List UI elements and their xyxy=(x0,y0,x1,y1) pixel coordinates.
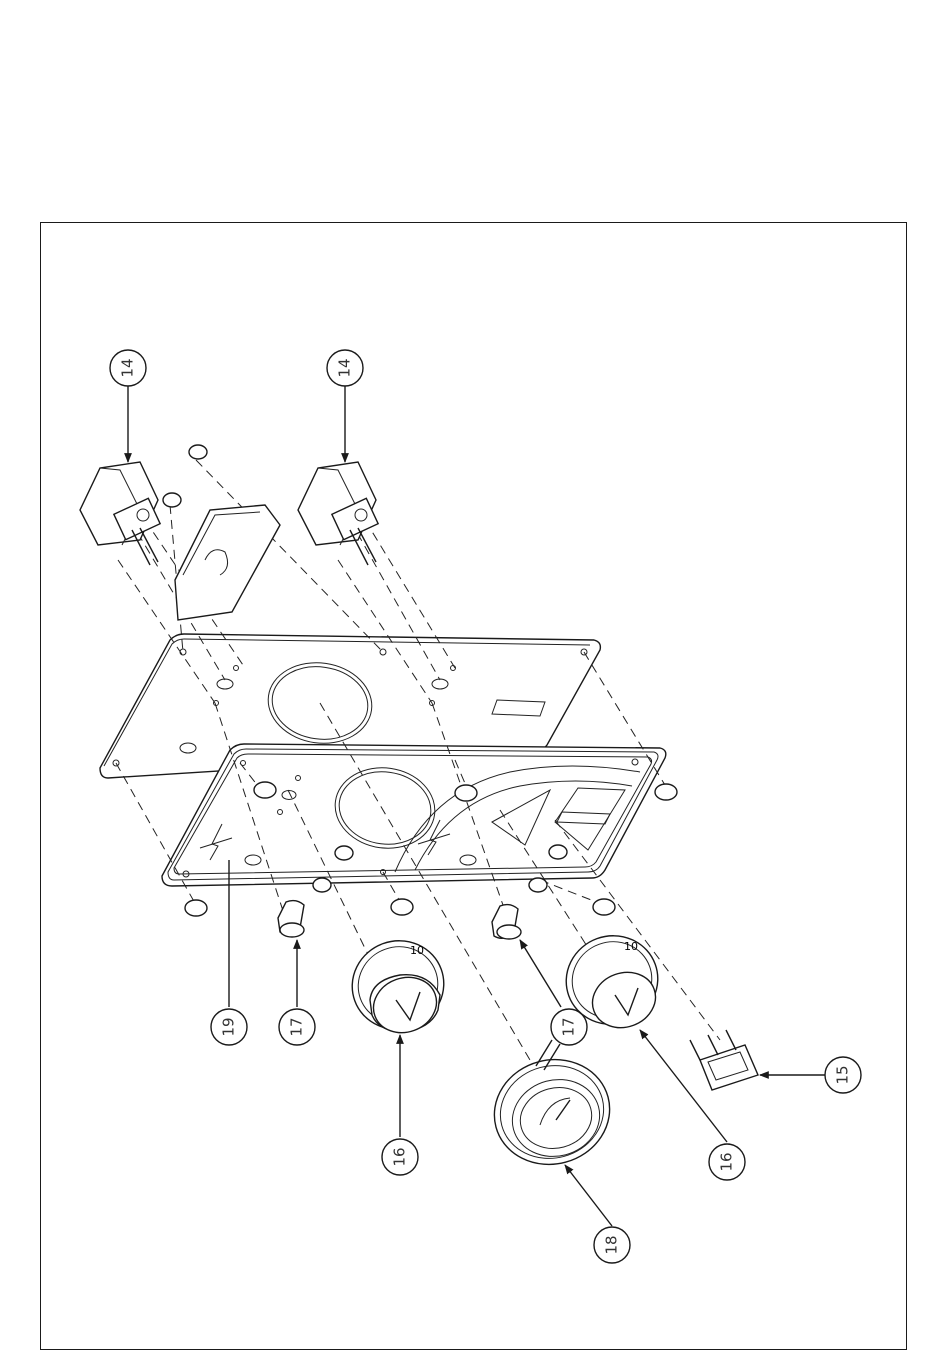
lamp-17-right xyxy=(492,905,521,939)
callout-17-left: 17 xyxy=(279,1009,315,1045)
bracket xyxy=(163,445,280,620)
callout-label: 16 xyxy=(391,1147,409,1166)
callout-18: 18 xyxy=(594,1227,630,1263)
knob-16-left: 10 xyxy=(340,928,457,1042)
callout-label: 17 xyxy=(560,1017,578,1036)
callout-14-right: 14 xyxy=(327,350,363,386)
callout-14-left: 14 xyxy=(110,350,146,386)
dial-mark-left: 10 xyxy=(410,944,424,957)
callout-17-right: 17 xyxy=(551,1009,587,1045)
callout-label: 14 xyxy=(119,358,137,377)
callout-label: 14 xyxy=(336,358,354,377)
callout-label: 15 xyxy=(834,1065,852,1084)
callout-16-left: 16 xyxy=(382,1139,418,1175)
callout-15: 15 xyxy=(825,1057,861,1093)
front-panel xyxy=(162,744,666,886)
callout-16-right: 16 xyxy=(709,1144,745,1180)
callout-label: 19 xyxy=(220,1017,238,1036)
dial-mark-right: 10 xyxy=(624,940,638,953)
gauge-18 xyxy=(483,1040,622,1177)
callout-label: 18 xyxy=(603,1235,621,1254)
callout-label: 16 xyxy=(718,1152,736,1171)
callout-label: 17 xyxy=(288,1017,306,1036)
rocker-switch-15 xyxy=(690,1030,758,1090)
callout-19: 19 xyxy=(211,1009,247,1045)
